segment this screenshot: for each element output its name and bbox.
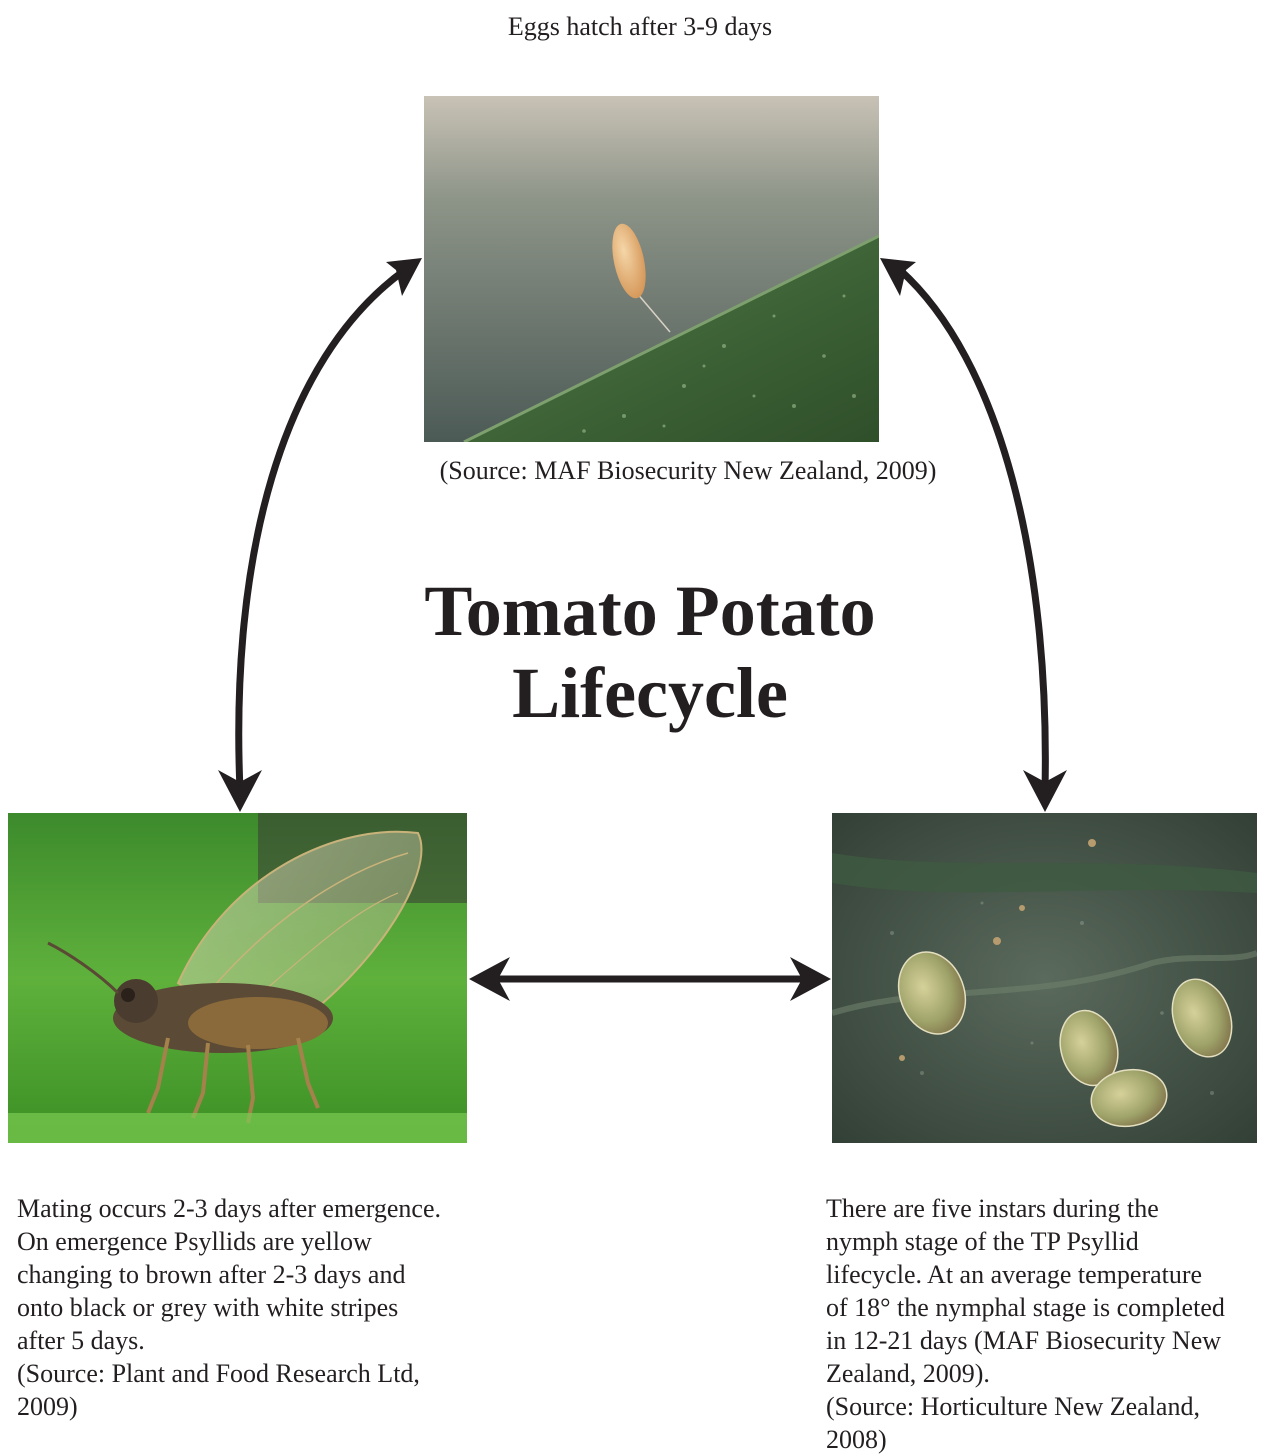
arrowhead-nymph-top (1023, 770, 1067, 812)
arrowhead-adult-top (218, 770, 262, 812)
diagram-title: Tomato Potato Lifecycle (360, 570, 940, 734)
arrowhead-egg-right (880, 258, 916, 296)
egg-photo-source: (Source: MAF Biosecurity New Zealand, 20… (0, 456, 1280, 486)
arrowhead-adult-side (469, 957, 510, 1001)
adult-psyllid-photo (8, 813, 467, 1143)
nymph-stage-description: There are five instars during the nymph … (826, 1192, 1280, 1456)
adult-stage-description: Mating occurs 2-3 days after emergence. … (17, 1192, 517, 1423)
arrowhead-egg-left (386, 258, 422, 296)
arrowhead-nymph-side (790, 957, 831, 1001)
egg-photo (424, 96, 879, 442)
title-line-1: Tomato Potato (360, 570, 940, 652)
egg-hatch-caption: Eggs hatch after 3-9 days (0, 12, 1280, 42)
title-line-2: Lifecycle (360, 652, 940, 734)
nymph-photo (832, 813, 1257, 1143)
